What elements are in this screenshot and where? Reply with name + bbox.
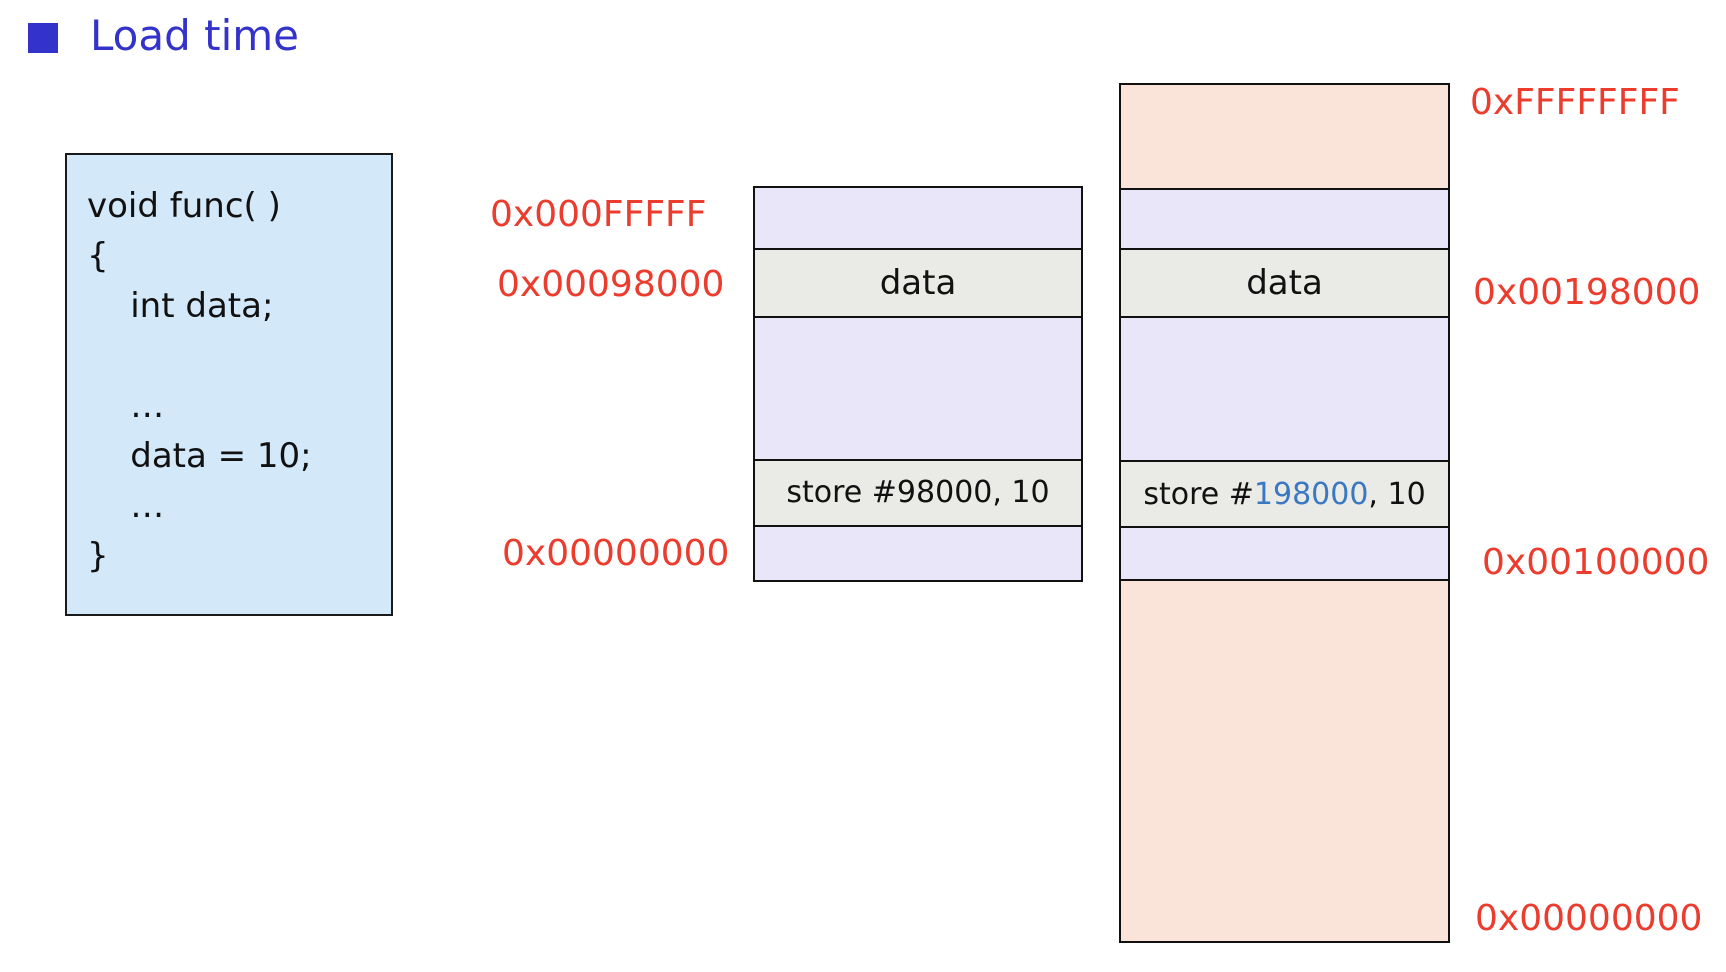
store-instruction-address: 198000 — [1253, 476, 1369, 512]
memory-segment-empty — [1121, 527, 1448, 581]
address-label: 0xFFFFFFFF — [1470, 82, 1680, 123]
data-segment-label: data — [1246, 263, 1323, 304]
address-label: 0x00098000 — [497, 264, 725, 305]
store-instruction-text: store #198000, 10 — [1143, 477, 1425, 512]
memory-segment-empty — [755, 526, 1081, 580]
bullet-square-icon — [28, 23, 58, 53]
page-title: Load time — [90, 11, 299, 60]
data-segment: data — [755, 250, 1081, 318]
store-instruction-text: store #98000, 10 — [786, 475, 1050, 511]
memory-segment-empty — [755, 317, 1081, 462]
code-line: … — [87, 386, 165, 426]
code-line: void func( ) — [87, 186, 281, 226]
memory-segment-reserved — [1121, 85, 1448, 190]
code-line: { — [87, 236, 109, 276]
code-line — [87, 331, 391, 381]
data-segment: data — [1121, 250, 1448, 318]
address-label: 0x00000000 — [1475, 898, 1703, 939]
code-line: … — [87, 486, 165, 526]
memory-segment-empty — [1121, 317, 1448, 463]
memory-column-logical: data store #98000, 10 — [753, 186, 1083, 582]
address-label: 0x00000000 — [502, 533, 730, 574]
memory-segment-empty — [1121, 189, 1448, 251]
code-line: int data; — [87, 286, 274, 326]
code-line: } — [87, 536, 109, 576]
store-instruction-prefix: store # — [1143, 476, 1254, 512]
address-label: 0x00100000 — [1482, 542, 1710, 583]
code-line: data = 10; — [87, 436, 312, 476]
memory-segment-empty — [755, 188, 1081, 251]
store-instruction-segment: store #198000, 10 — [1121, 462, 1448, 528]
store-instruction-suffix: , 10 — [1368, 476, 1426, 512]
data-segment-label: data — [879, 263, 957, 304]
store-instruction-segment: store #98000, 10 — [755, 461, 1081, 527]
memory-column-physical: data store #198000, 10 — [1119, 83, 1450, 943]
address-label: 0x000FFFFF — [490, 194, 707, 235]
memory-segment-reserved — [1121, 580, 1448, 942]
address-label: 0x00198000 — [1473, 272, 1701, 313]
code-box: void func( ) { int data; … data = 10; … … — [65, 153, 393, 616]
